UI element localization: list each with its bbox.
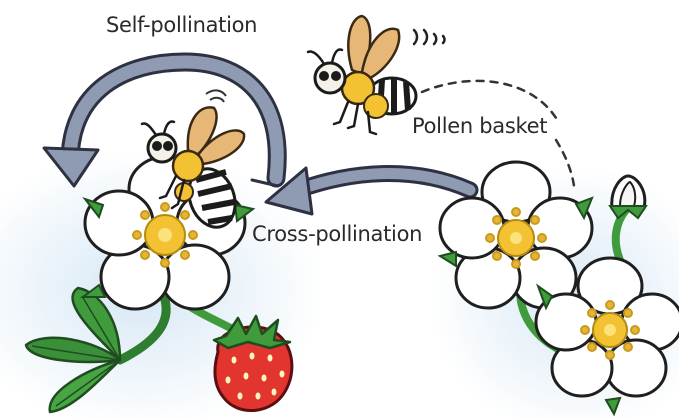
self-pollination-label: Self-pollination <box>106 13 257 37</box>
cross-pollination-label: Cross-pollination <box>252 222 422 246</box>
cross-pollination-arrow <box>266 168 470 214</box>
pollen-basket-label: Pollen basket <box>412 114 547 138</box>
